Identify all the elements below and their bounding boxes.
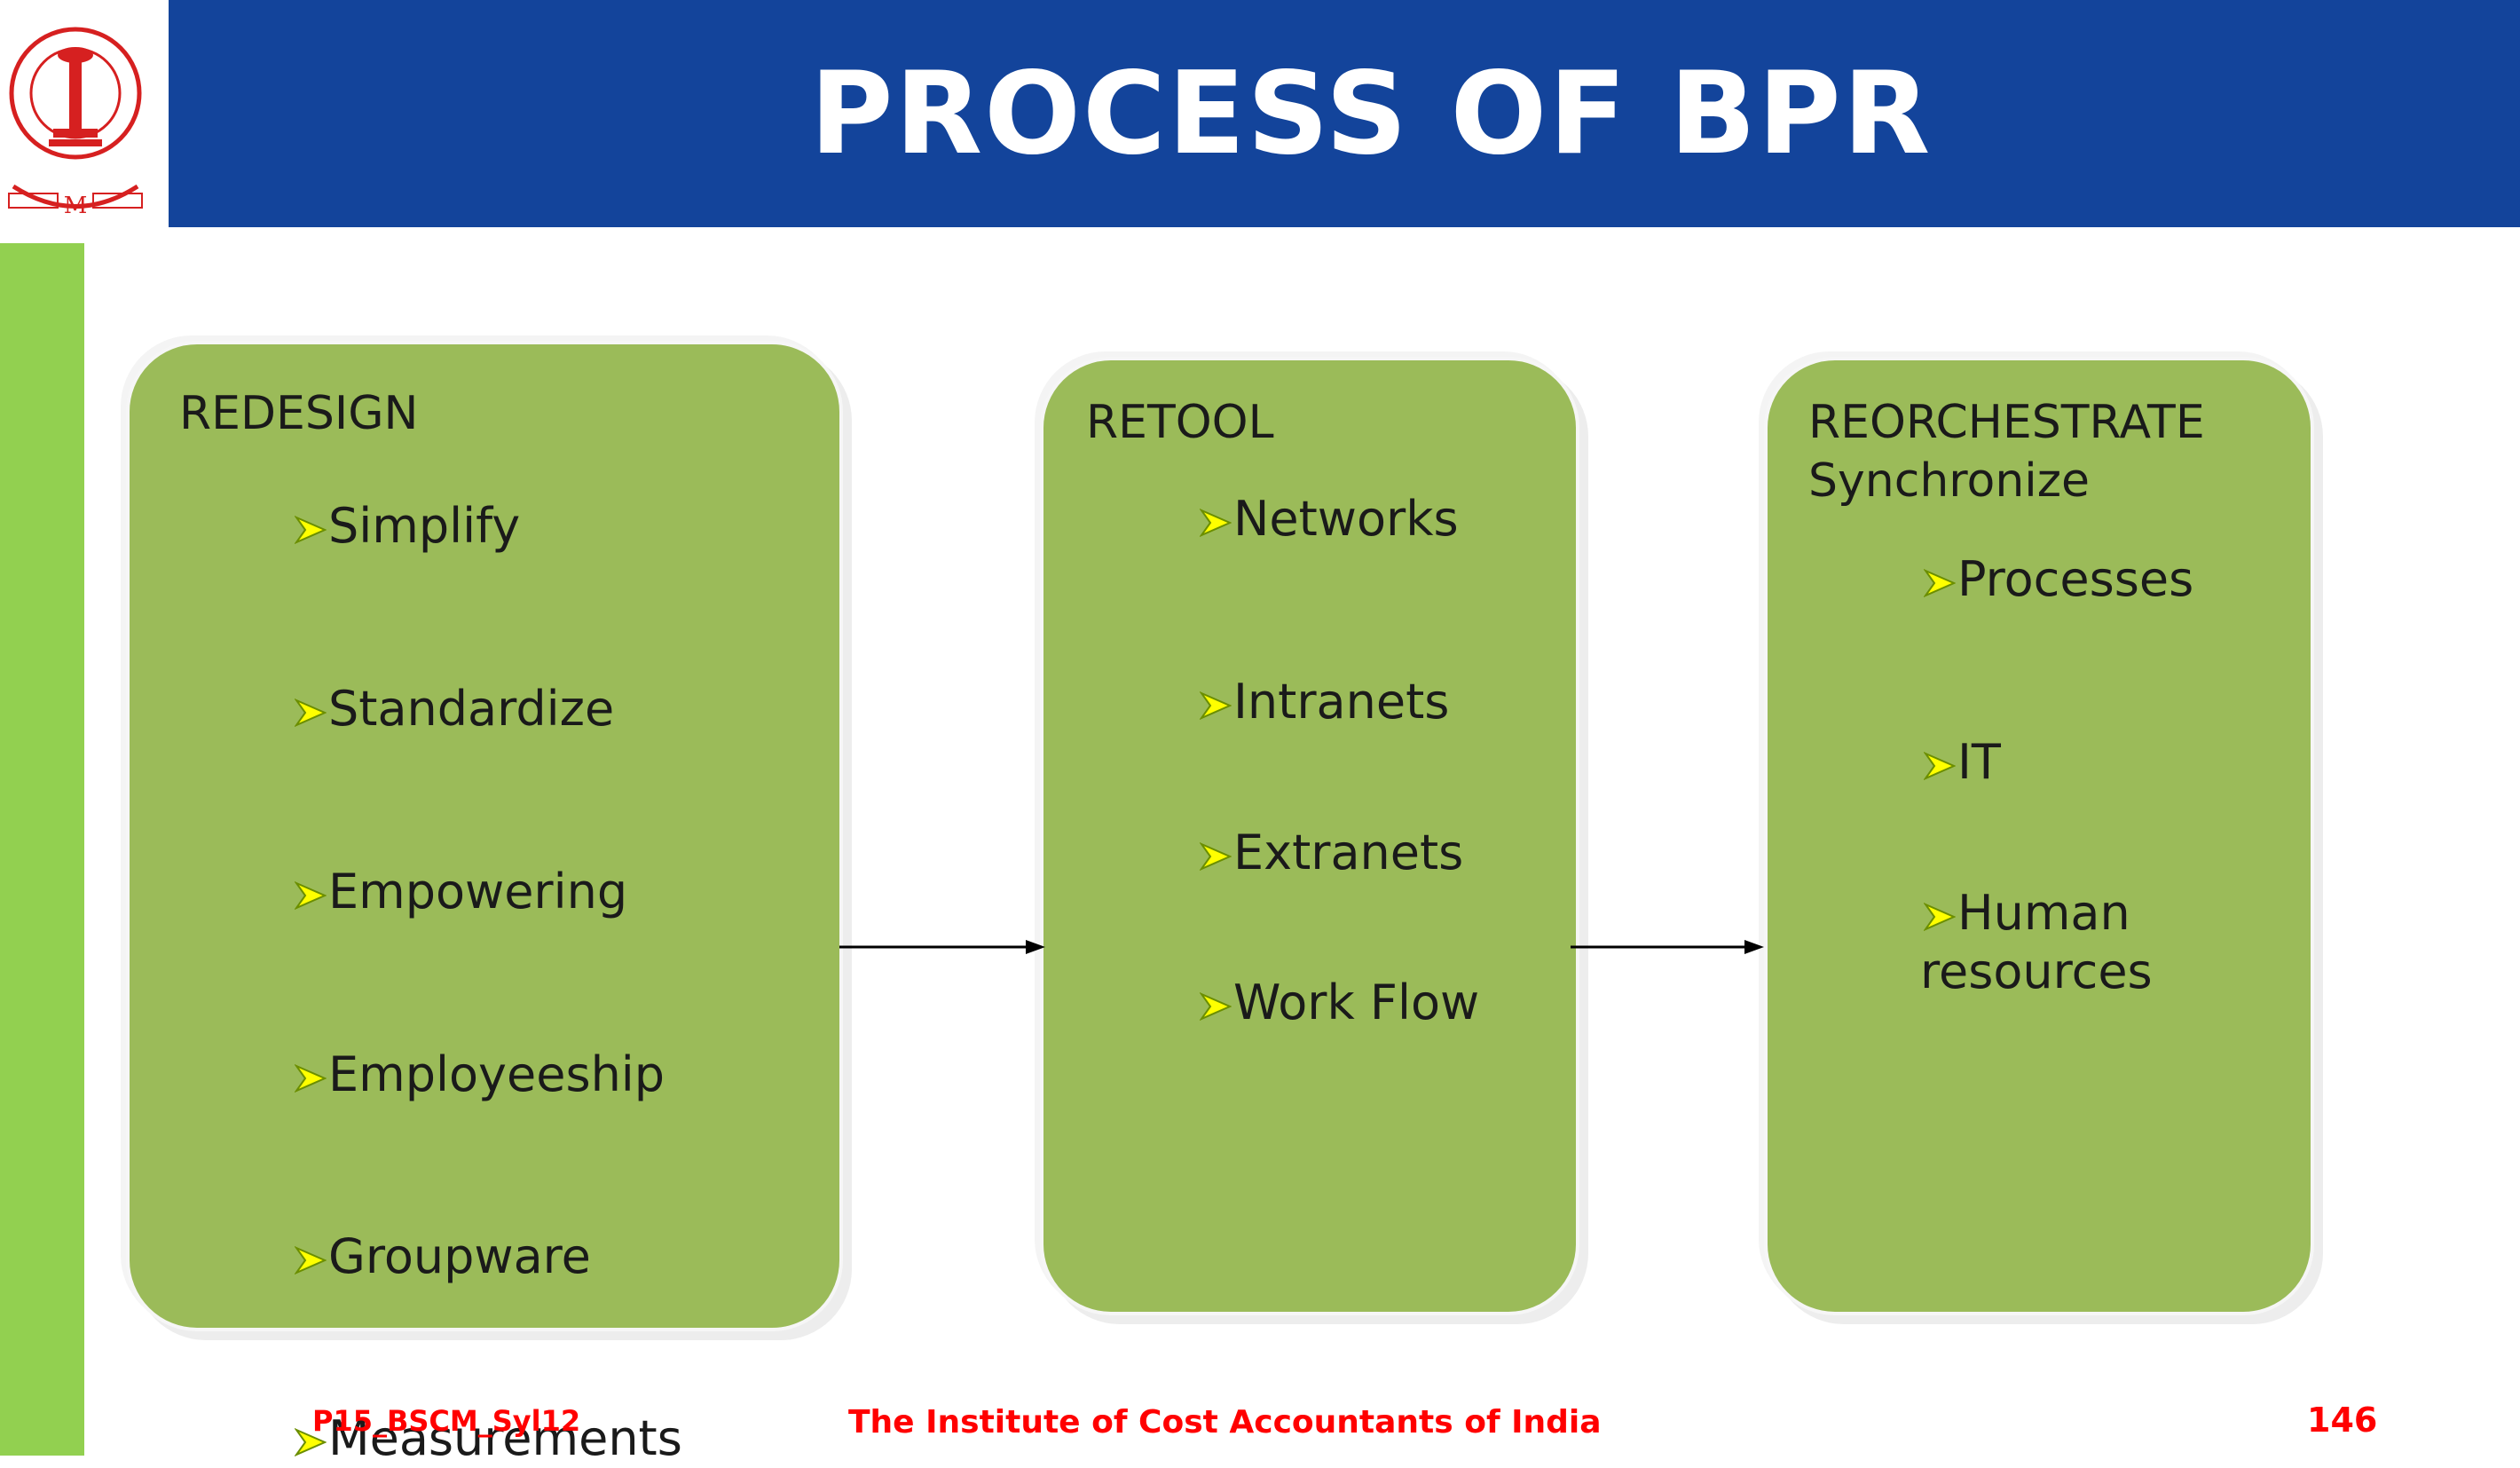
- arrow-bullet-icon: [1199, 974, 1233, 1032]
- arrow-bullet-icon: [1923, 550, 1957, 609]
- retool-box: [1040, 357, 1579, 1315]
- list-item: Intranets: [1199, 673, 1449, 731]
- arrow-bullet-icon: [1199, 490, 1233, 549]
- list-item: Standardize: [294, 680, 614, 738]
- list-item: Processes: [1923, 550, 2193, 609]
- slide-title: PROCESS OF BPR: [809, 47, 1933, 180]
- list-item: Work Flow: [1199, 974, 1479, 1032]
- list-item: Extranets: [1199, 824, 1463, 882]
- left-accent-strip: [0, 243, 84, 1456]
- reorchestrate-box: [1764, 357, 2314, 1315]
- retool-title: RETOOL: [1086, 396, 1274, 449]
- footer-institute: The Institute of Cost Accountants of Ind…: [848, 1404, 1602, 1440]
- institute-logo: M: [0, 0, 160, 227]
- list-item: Human: [1923, 884, 2130, 943]
- arrow-bullet-icon: [1199, 673, 1233, 731]
- arrow-bullet-icon: [294, 863, 328, 921]
- arrow-bullet-icon: [294, 1409, 328, 1468]
- arrow-bullet-icon: [1923, 884, 1957, 943]
- arrow-bullet-icon: [294, 680, 328, 738]
- redesign-title: REDESIGN: [179, 387, 419, 440]
- title-bar: PROCESS OF BPR: [169, 0, 2520, 227]
- footer-course-code: P15_BSCM_Syl12: [312, 1404, 581, 1438]
- arrow-bullet-icon: [294, 497, 328, 556]
- list-item: Empowering: [294, 863, 627, 921]
- arrow-bullet-icon: [1923, 733, 1957, 792]
- reorchestrate-title: REORCHESTRATE: [1808, 396, 2205, 449]
- arrow-bullet-icon: [1199, 824, 1233, 882]
- redesign-box: [126, 341, 843, 1331]
- arrow-bullet-icon: [294, 1046, 328, 1104]
- arrow-bullet-icon: [294, 1227, 328, 1286]
- connector-arrow-2: [1571, 940, 1764, 954]
- footer-page-number: 146: [2307, 1401, 2378, 1440]
- reorchestrate-subtitle: Synchronize: [1808, 454, 2091, 508]
- list-item: Simplify: [294, 497, 520, 556]
- list-item: Groupware: [294, 1227, 591, 1286]
- list-item: Employeeship: [294, 1046, 665, 1104]
- list-item-continuation: resources: [1920, 943, 2153, 999]
- list-item: Networks: [1199, 490, 1459, 549]
- connector-arrow-1: [839, 940, 1045, 954]
- institute-seal-icon: M: [8, 27, 143, 219]
- list-item: IT: [1923, 733, 2001, 792]
- svg-text:M: M: [64, 193, 88, 219]
